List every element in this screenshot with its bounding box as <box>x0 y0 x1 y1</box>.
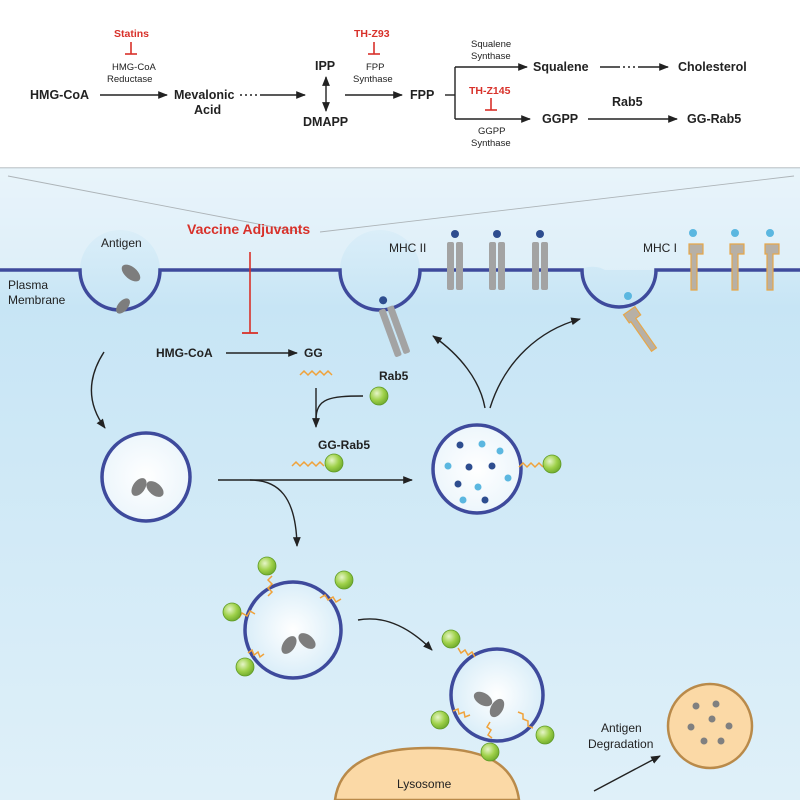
mhc-ii-label: MHC II <box>389 241 426 255</box>
vaccine-adjuvants-label: Vaccine Adjuvants <box>187 221 310 237</box>
processing-vesicle <box>431 423 523 515</box>
pathway-hmg-reductase-line2: Reductase <box>107 74 152 85</box>
vesicle-lipid-icon <box>518 461 544 469</box>
late-endosome <box>449 647 545 743</box>
pathway-dmapp: DMAPP <box>303 115 348 129</box>
pathway-squalene-synthase-line2: Synthase <box>471 51 511 62</box>
lysosome-label: Lysosome <box>397 777 452 791</box>
late-endosome-rab5-icon <box>430 710 450 730</box>
statins-inhibitor-icon <box>125 42 137 55</box>
peptide-fragments <box>444 440 512 504</box>
arrow-to-degradation <box>593 755 661 792</box>
pathway-squalene-synthase-line1: Squalene <box>471 39 511 50</box>
lysosome <box>333 746 521 800</box>
antigen-particle-icon <box>131 478 147 496</box>
pathway-fpp-synthase-line2: Synthase <box>353 74 393 85</box>
pathway-th-z145: TH-Z145 <box>469 85 511 97</box>
pathway-mevalonic-line1: Mevalonic <box>174 88 234 102</box>
arrow-to-mhc-i <box>489 317 581 409</box>
cell-gg-label: GG <box>304 346 323 360</box>
degraded-fragments <box>687 700 733 745</box>
mhc-i-molecule-icon <box>764 229 780 291</box>
cell-gg-rab5-label: GG-Rab5 <box>318 438 370 452</box>
cell-hmg-coa-label: HMG-CoA <box>156 346 213 360</box>
antigen-degradation-label-line1: Antigen <box>601 721 642 735</box>
mhc-ii-group <box>378 230 548 357</box>
mhc-ii-molecule-icon <box>447 230 463 290</box>
late-endosome-rab5-icon <box>480 742 500 762</box>
pathway-ggpp-synthase-line2: Synthase <box>471 138 511 149</box>
vesicle-rab5-icon <box>542 454 562 474</box>
endosome-rab5-icon <box>235 657 255 677</box>
antigen-label: Antigen <box>101 236 142 250</box>
th-z145-inhibitor-icon <box>485 98 497 111</box>
pathway-fpp: FPP <box>410 88 434 102</box>
plasma-membrane-label-line1: Plasma <box>8 278 48 292</box>
arrow-to-mhc-ii <box>432 335 486 409</box>
pathway-rab5: Rab5 <box>612 95 643 109</box>
arrow-to-rab5-endosome <box>249 479 301 547</box>
antigen-particle-icon <box>121 264 141 282</box>
pathway-ggpp: GGPP <box>542 112 578 126</box>
gg-rab5-protein-icon <box>324 453 344 473</box>
late-endosome-rab5-icon <box>535 725 555 745</box>
extracellular-space <box>0 168 800 270</box>
mhc-i-molecule-icon <box>729 229 745 291</box>
degradation-vesicle <box>666 682 754 770</box>
mhc-ii-internalized-icon <box>378 296 410 357</box>
mhc-ii-molecule-icon <box>532 230 548 290</box>
pathway-hmg-coa: HMG-CoA <box>30 88 89 102</box>
mhc-ii-molecule-icon <box>489 230 505 290</box>
late-endosome-lipids <box>452 647 534 739</box>
endosome-rab5-icon <box>334 570 354 590</box>
gg-lipid-icon <box>299 369 333 377</box>
pathway-panel: HMG-CoA Mevalonic Acid IPP DMAPP FPP Squ… <box>30 28 747 149</box>
mhc-i-peptide-icon <box>624 292 632 300</box>
antigen-particle-icon <box>146 481 164 497</box>
pathway-squalene: Squalene <box>533 60 589 74</box>
gg-rab5-lipid-icon <box>291 460 325 468</box>
arrow-to-late-endosome <box>357 618 433 651</box>
antigen-particle-icon <box>116 298 130 314</box>
early-endosome <box>100 431 192 523</box>
antigen-particle-icon <box>489 698 505 718</box>
late-endosome-rab5-icon <box>441 629 461 649</box>
cell-rab5-label: Rab5 <box>379 369 409 383</box>
rab5-protein-icon <box>369 386 389 406</box>
endosome-rab5-icon <box>222 602 242 622</box>
pathway-mevalonic-line2: Acid <box>194 103 221 117</box>
endosome-rab5-icon <box>257 556 277 576</box>
antigen-particle-icon <box>473 691 493 707</box>
pathway-cholesterol: Cholesterol <box>678 60 747 74</box>
mhc-i-group <box>622 229 780 353</box>
antigen-particle-icon <box>298 633 316 649</box>
mhc-i-label: MHC I <box>643 241 677 255</box>
pathway-hmg-reductase-line1: HMG-CoA <box>112 62 156 73</box>
pathway-gg-rab5: GG-Rab5 <box>687 112 741 126</box>
mhc-i-internalized-icon <box>622 305 658 353</box>
plasma-membrane-label-line2: Membrane <box>8 293 66 307</box>
antigen-degradation-label-line2: Degradation <box>588 737 653 751</box>
cell-panel: Vaccine Adjuvants Antigen Plasma Membran… <box>0 167 800 800</box>
pathway-statins: Statins <box>114 28 149 40</box>
pathway-ggpp-synthase-line1: GGPP <box>478 126 505 137</box>
pathway-fpp-synthase-line1: FPP <box>366 62 384 73</box>
th-z93-inhibitor-icon <box>368 42 380 55</box>
antigen-particle-icon <box>281 636 297 654</box>
arrow-endocytosis <box>90 351 106 429</box>
mhc-i-molecule-icon <box>688 229 704 291</box>
pathway-ipp: IPP <box>315 59 335 73</box>
rab5-endosome <box>243 580 343 680</box>
pathway-th-z93: TH-Z93 <box>354 28 390 40</box>
